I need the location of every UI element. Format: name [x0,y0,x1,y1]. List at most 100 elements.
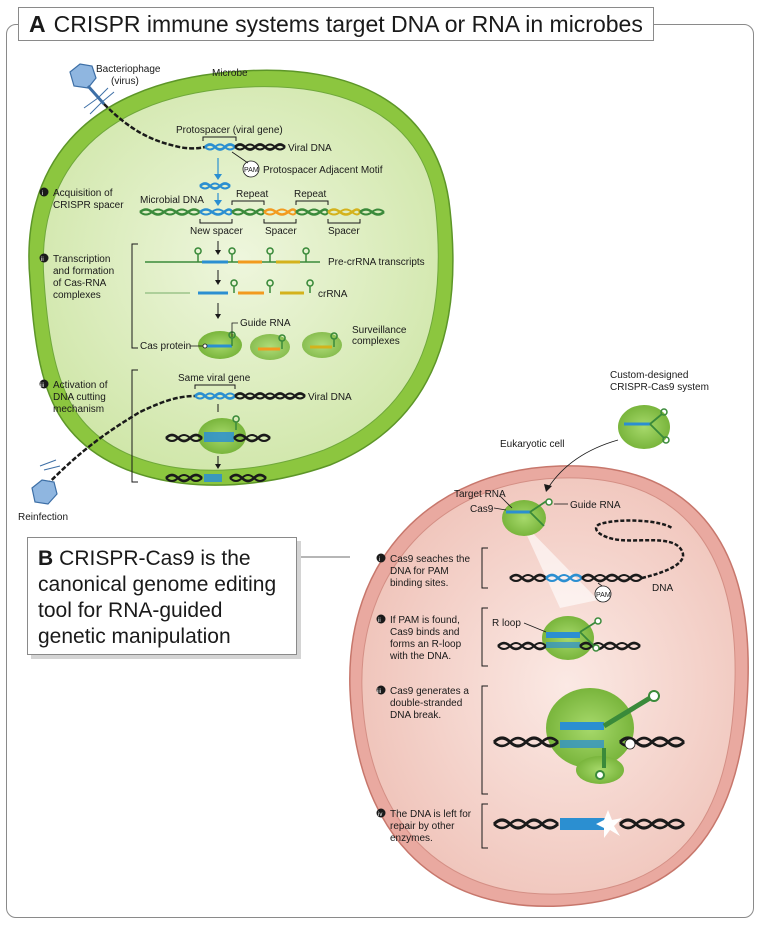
custom-line1: Custom-designed [610,370,688,381]
protospacer-bracket [202,136,237,141]
step-b4-line2: repair by other [390,821,455,832]
microbial-dna-label: Microbial DNA [140,195,204,206]
surveillance-complex-yellow [302,332,342,358]
svg-text:i: i [379,557,380,563]
step-a2-line3: of Cas-RNA [53,278,107,289]
pam-full-label: Protospacer Adjacent Motif [263,165,383,176]
step-b2-line4: with the DNA. [389,651,451,662]
pam-b-label: PAM [596,592,611,599]
cas9-label: Cas9 [470,504,494,515]
excised-spacer [199,182,231,190]
step-b3-marker [376,685,386,695]
searching-dna [509,519,685,583]
viral-dna-label: Viral DNA [288,143,332,154]
cleaved-dna [165,473,267,483]
step-a2-line4: complexes [53,290,101,301]
panel-a-letter: A [29,10,46,37]
viral-dna-helix [204,143,286,151]
svg-text:iii: iii [377,689,381,695]
pre-crrna-label: Pre-crRNA transcripts [328,257,425,268]
cas-protein-label: Cas protein [140,341,191,352]
step-a3-marker [39,379,49,389]
step-a3-line3: mechanism [53,404,104,415]
step-a3-line2: DNA cutting [53,392,106,403]
step-b3-line3: DNA break. [390,710,441,721]
pam-badge [242,160,260,178]
protospacer-label: Protospacer (viral gene) [176,125,283,136]
step-a1-marker [39,187,49,197]
bacteriophage-icon [69,63,115,115]
microbe-label: Microbe [212,68,248,79]
eukaryotic-cell [349,465,749,907]
crispr-array [139,208,385,216]
guide-rna-label: Guide RNA [240,318,291,329]
cas9-entry-complex [502,498,598,608]
surveillance-line2: complexes [352,336,400,347]
guide-rna-b-label: Guide RNA [570,500,621,511]
svg-text:ii: ii [41,257,44,263]
bacteriophage-label: Bacteriophage [96,64,161,75]
step-a1-line2: CRISPR spacer [53,200,124,211]
panel-b-letter: B [38,547,54,570]
spacer-label-1: Spacer [265,226,297,237]
svg-text:i: i [42,191,43,197]
viral-dna-label-2: Viral DNA [308,392,352,403]
step-b2-marker [376,614,386,624]
pam-badge-b [594,585,612,603]
reinfecting-phage-icon [31,459,61,505]
step-a2-marker [39,253,49,263]
repaired-dna [492,810,686,838]
pre-crrna-transcript [145,247,320,264]
microbe-cell [28,69,454,486]
new-spacer-label: New spacer [190,226,243,237]
same-viral-gene-label: Same viral gene [178,373,251,384]
custom-line2: CRISPR-Cas9 system [610,382,709,393]
step-a2-line2: and formation [53,266,114,277]
dna-label: DNA [652,583,673,594]
dsbreak-complex [492,688,686,784]
same-viral-gene-helix [194,392,306,400]
panel-b-title-line4: genetic manipulation [38,625,231,648]
panel-b-title-line1: CRISPR-Cas9 is the [59,547,251,570]
eukaryotic-cell-label: Eukaryotic cell [500,439,564,450]
rloop-complex [497,616,641,660]
reinfection-viral-dna [41,394,196,491]
svg-text:iii: iii [40,383,44,389]
viral-dna-strand [103,103,206,150]
cutting-complex [165,415,271,454]
svg-text:ii: ii [378,618,381,624]
r-loop-label: R loop [492,618,521,629]
pam-label: PAM [244,167,259,174]
crrna-fragments [145,279,314,295]
step-b3-line2: double-stranded [390,698,462,709]
step-a1-line1: Acquisition of [53,188,113,199]
step-b2-line3: forms an R-loop [390,639,462,650]
custom-cas9-system [618,405,670,449]
reinfection-label: Reinfection [18,512,68,523]
virus-label: (virus) [111,76,139,87]
step-b1-line3: binding sites. [390,578,448,589]
panel-b-title-line2: canonical genome editing [38,573,277,596]
step-b1-marker [376,553,386,563]
cas-complex [198,331,242,359]
step-b3-line1: Cas9 generates a [390,686,469,697]
surveillance-complex-orange [250,334,290,360]
repeat-label-1: Repeat [236,189,268,200]
crrna-label: crRNA [318,289,348,300]
repeat-label-2: Repeat [294,189,326,200]
step-b2-line1: If PAM is found, [390,615,460,626]
panel-b-title-line3: tool for RNA-guided [38,599,223,622]
target-rna-label: Target RNA [454,489,506,500]
spacer-label-2: Spacer [328,226,360,237]
panel-a-title: A CRISPR immune systems target DNA or RN… [18,7,654,41]
step-a2-line1: Transcription [53,254,110,265]
step-b4-line3: enzymes. [390,833,433,844]
svg-text:iv: iv [378,812,382,818]
surveillance-line1: Surveillance [352,325,407,336]
step-a3-line1: Activation of [53,380,108,391]
panel-a-title-text: CRISPR immune systems target DNA or RNA … [53,10,643,37]
step-b4-line1: The DNA is left for [390,809,472,820]
step-b1-line2: DNA for PAM [390,566,449,577]
